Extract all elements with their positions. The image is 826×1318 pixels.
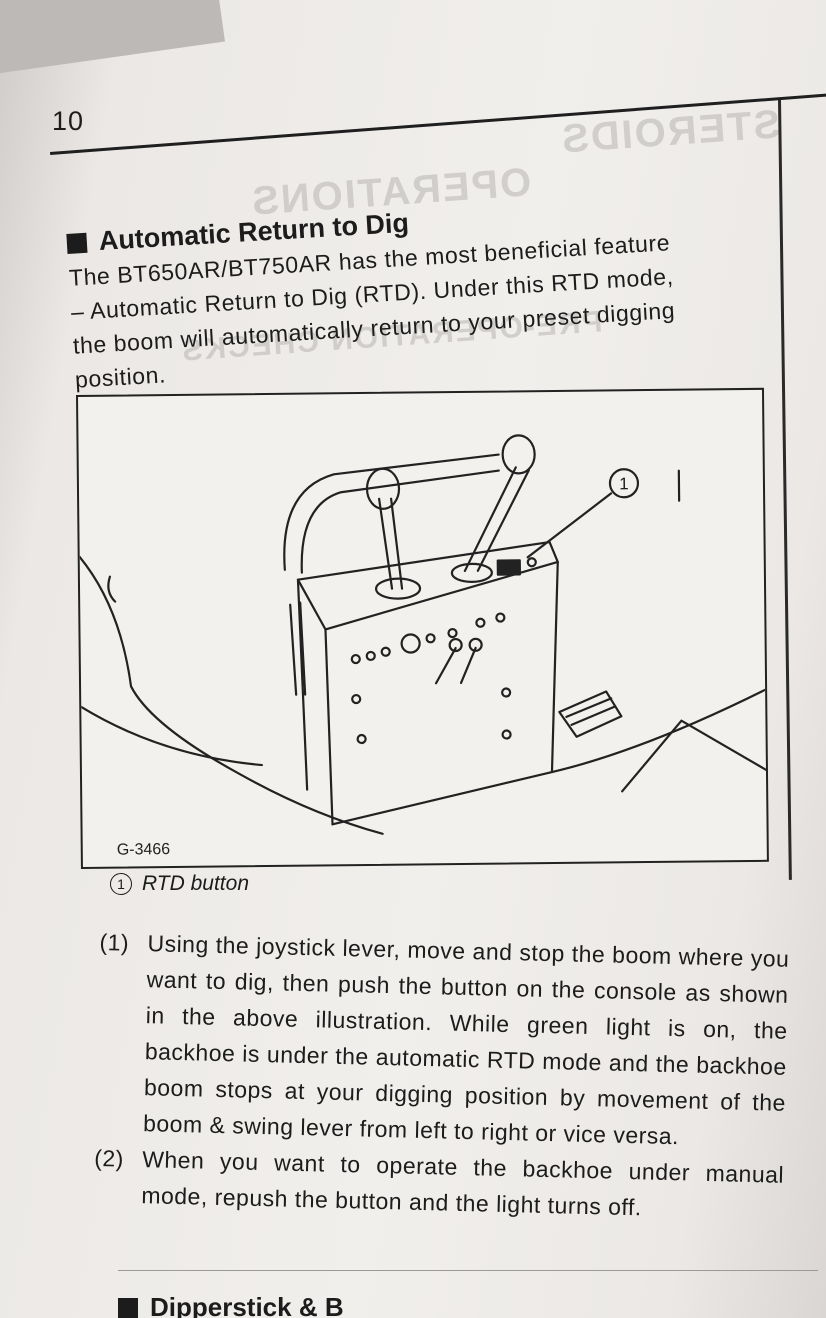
page-number: 10 xyxy=(52,106,85,136)
step-item: (1) Using the joystick lever, move and s… xyxy=(95,924,790,1157)
step-text: Using the joystick lever, move and stop … xyxy=(142,930,790,1150)
footer-divider xyxy=(118,1270,818,1271)
intro-line: position. xyxy=(74,361,167,393)
caption-number: 1 xyxy=(110,873,132,895)
rtd-console-illustration: 1 G-3466 xyxy=(76,387,769,869)
caption-text: RTD button xyxy=(142,872,249,895)
figure-caption: 1 RTD button xyxy=(110,872,249,896)
console-drawing: 1 xyxy=(78,434,767,835)
section-content: Automatic Return to Dig The BT650AR/BT75… xyxy=(66,187,765,397)
step-text: When you want to operate the backhoe und… xyxy=(141,1146,785,1221)
instruction-steps: (1) Using the joystick lever, move and s… xyxy=(93,924,790,1229)
step-number: (1) xyxy=(99,928,130,956)
square-bullet-icon xyxy=(118,1297,138,1318)
callout-number: 1 xyxy=(619,474,629,493)
figure-label: G-3466 xyxy=(114,841,173,860)
square-bullet-icon xyxy=(66,232,88,254)
next-section-heading: Dipperstick & B xyxy=(118,1292,344,1318)
margin-rule xyxy=(778,99,792,880)
step-number: (2) xyxy=(93,1144,125,1172)
page-fold-shadow xyxy=(0,0,225,78)
next-section-title: Dipperstick & B xyxy=(150,1292,344,1318)
